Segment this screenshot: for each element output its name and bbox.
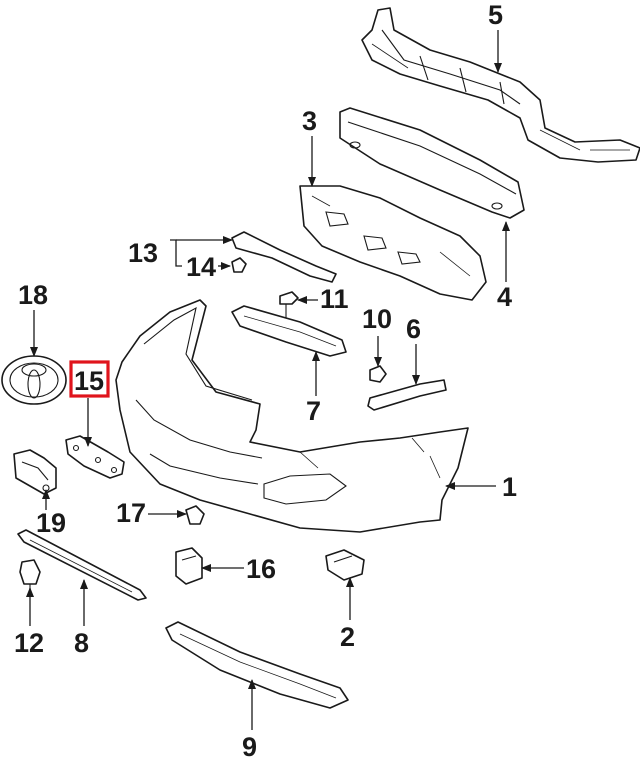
leader-lines — [26, 30, 510, 730]
part-3-energy-absorber[interactable] — [299, 185, 487, 301]
callout-7[interactable]: 7 — [306, 396, 321, 426]
callout-9[interactable]: 9 — [242, 732, 257, 760]
callout-5[interactable]: 5 — [488, 0, 503, 30]
part-16-bracket-clip[interactable] — [175, 547, 203, 585]
part-9-lower-spoiler[interactable] — [165, 621, 349, 709]
callout-6[interactable]: 6 — [406, 314, 421, 344]
part-7-grille-strip[interactable] — [231, 305, 347, 357]
callout-4[interactable]: 4 — [497, 282, 512, 312]
part-18-emblem[interactable] — [1, 355, 67, 405]
part-8-retainer-bar[interactable] — [17, 529, 147, 601]
part-15-bracket[interactable] — [65, 435, 125, 479]
part-14-clip[interactable] — [231, 257, 247, 273]
callout-13[interactable]: 13 — [128, 238, 158, 268]
part-13-molding[interactable] — [231, 231, 337, 283]
callout-labels: 5 3 4 13 14 11 10 6 7 1 18 15 19 17 16 1… — [14, 0, 517, 760]
callout-15-highlight-box — [69, 360, 110, 398]
callout-14[interactable]: 14 — [186, 252, 216, 282]
part-1-bumper-cover[interactable] — [115, 299, 469, 533]
part-19-side-bracket[interactable] — [13, 449, 57, 495]
callout-16[interactable]: 16 — [246, 554, 276, 584]
part-17-clip[interactable] — [185, 505, 205, 525]
callout-17[interactable]: 17 — [116, 498, 146, 528]
callout-10[interactable]: 10 — [362, 304, 392, 334]
callout-2[interactable]: 2 — [340, 622, 355, 652]
part-12-push-clip[interactable] — [19, 559, 41, 592]
part-10-retainer[interactable] — [369, 365, 387, 383]
callout-15[interactable]: 15 — [74, 366, 104, 396]
callout-18[interactable]: 18 — [18, 280, 48, 310]
callout-12[interactable]: 12 — [14, 628, 44, 658]
part-11-fastener[interactable] — [279, 291, 299, 318]
callout-3[interactable]: 3 — [302, 106, 317, 136]
callout-1[interactable]: 1 — [502, 472, 517, 502]
part-4-bumper-reinforcement[interactable] — [339, 107, 525, 219]
part-2-lower-clip[interactable] — [325, 549, 365, 581]
callout-11[interactable]: 11 — [320, 284, 349, 314]
part-5-radiator-support[interactable] — [361, 7, 640, 163]
part-6-side-strip[interactable] — [367, 379, 447, 411]
callout-8[interactable]: 8 — [74, 628, 89, 658]
callout-19[interactable]: 19 — [36, 508, 66, 538]
